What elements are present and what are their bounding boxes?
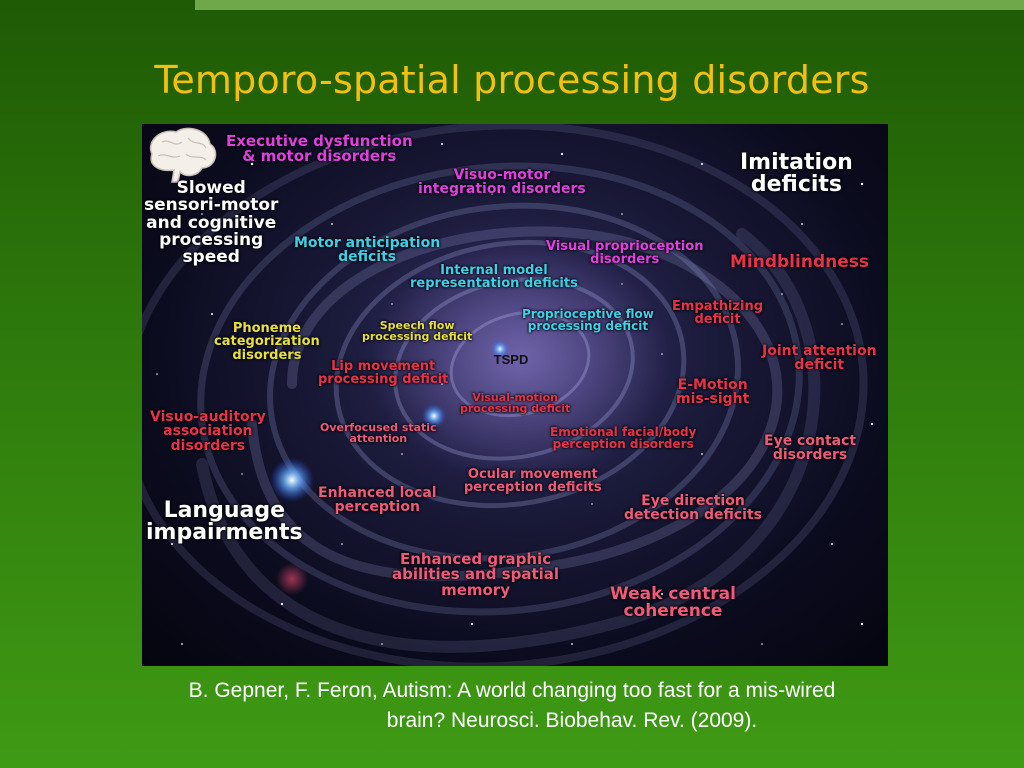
label-weak-central-line: Weak central (610, 584, 736, 604)
label-eye-direction-line: detection deficits (624, 507, 762, 524)
label-proprio-flow-line: processing deficit (527, 319, 649, 334)
bright-star (270, 458, 314, 502)
label-joint-attention-line: deficit (794, 357, 845, 374)
label-proprio-flow-line: Proprioceptive flow (522, 307, 654, 321)
label-exec-line: Executive dysfunction (226, 132, 413, 150)
label-ocular-line: Ocular movement (467, 467, 598, 482)
galaxy-diagram: TSPD Executive dysfunction& motor disord… (142, 124, 888, 666)
label-enhanced-graphic-line: abilities and spatial (392, 565, 560, 584)
brain-icon (149, 127, 217, 183)
bright-star (422, 404, 446, 428)
citation-line-2: brain? Neurosci. Biobehav. Rev. (2009). (386, 709, 758, 733)
label-ocular-line: perception deficits (464, 480, 602, 496)
label-phoneme-line: disorders (232, 347, 302, 363)
label-internal-model-line: Internal model (440, 263, 548, 278)
label-visuo-auditory-line: association (163, 423, 253, 440)
center-label: TSPD (493, 352, 529, 367)
label-joint-attention-line: Joint attention (762, 343, 877, 359)
label-phoneme-line: categorization (214, 334, 320, 350)
top-accent-bar (0, 0, 1024, 10)
label-slowed-line: Slowed (176, 178, 246, 198)
label-lip-movement-line: Lip movement (331, 359, 436, 374)
citation: B. Gepner, F. Feron, Autism: A world cha… (40, 676, 984, 737)
label-emotional-facial-line: Emotional facial/body (550, 425, 697, 439)
label-visual-motion-line: processing deficit (460, 402, 571, 416)
label-lip-movement-line: processing deficit (318, 372, 449, 388)
label-mindblindness: Mindblindness (730, 252, 869, 272)
label-empathizing-line: deficit (694, 312, 741, 328)
label-visuo-motor-line: Visuo-motor (453, 167, 551, 183)
label-motor-anticipation-line: deficits (338, 249, 397, 266)
label-motor-anticipation-line: Motor anticipation (294, 235, 441, 251)
label-phoneme-line: Phoneme (232, 321, 301, 336)
label-visual-proprio-line: disorders (590, 252, 660, 268)
label-overfocused-line: attention (349, 432, 408, 446)
label-enhanced-local-line: Enhanced local (318, 485, 437, 501)
bright-star (491, 340, 509, 358)
label-imitation-line: deficits (750, 172, 843, 198)
label-slowed-line: speed (182, 247, 240, 268)
label-visuo-motor-line: integration disorders (418, 181, 586, 198)
citation-line-1: B. Gepner, F. Feron, Autism: A world cha… (188, 679, 836, 702)
label-eye-contact-line: Eye contact (764, 433, 857, 449)
label-speech-flow-line: Speech flow (379, 319, 455, 332)
top-accent-bar-left (0, 0, 195, 10)
slide-title: Temporo-spatial processing disorders (154, 58, 870, 102)
label-empathizing-line: Empathizing (672, 299, 764, 314)
spiral-arms (142, 124, 868, 666)
label-e-motion-line: mis-sight (676, 391, 750, 408)
label-slowed-line: processing (159, 229, 264, 250)
label-enhanced-graphic-line: memory (441, 580, 510, 599)
label-slowed-line: sensori-motor (144, 195, 279, 216)
label-imitation-line: Imitation (740, 150, 853, 175)
label-eye-direction-line: Eye direction (641, 493, 745, 509)
label-overfocused-line: Overfocused static (320, 421, 437, 434)
label-slowed-line: and cognitive (146, 212, 277, 233)
label-exec: Executive dysfunction& motor disorders (226, 132, 413, 166)
label-visual-motion-line: Visual-motion (472, 391, 558, 404)
label-weak-central-line: coherence (623, 601, 723, 622)
label-visual-proprio-line: Visual proprioception (546, 239, 704, 254)
label-e-motion-line: E-Motion (677, 377, 748, 393)
label-internal-model-line: representation deficits (410, 276, 578, 292)
label-visuo-auditory-line: disorders (170, 437, 246, 454)
label-visuo-auditory-line: Visuo-auditory (150, 409, 266, 425)
label-language-line: impairments (146, 520, 303, 546)
red-nebula (276, 563, 308, 595)
label-exec-line: & motor disorders (242, 147, 397, 166)
label-mindblindness-line: Mindblindness (730, 252, 869, 272)
label-eye-contact-line: disorders (772, 447, 848, 464)
label-speech-flow-line: processing deficit (362, 330, 473, 344)
label-emotional-facial-line: perception disorders (552, 437, 694, 452)
label-language-line: Language (163, 498, 286, 523)
galaxy-background (142, 124, 873, 666)
label-enhanced-local-line: perception (334, 499, 420, 516)
label-enhanced-graphic-line: Enhanced graphic (399, 550, 552, 568)
